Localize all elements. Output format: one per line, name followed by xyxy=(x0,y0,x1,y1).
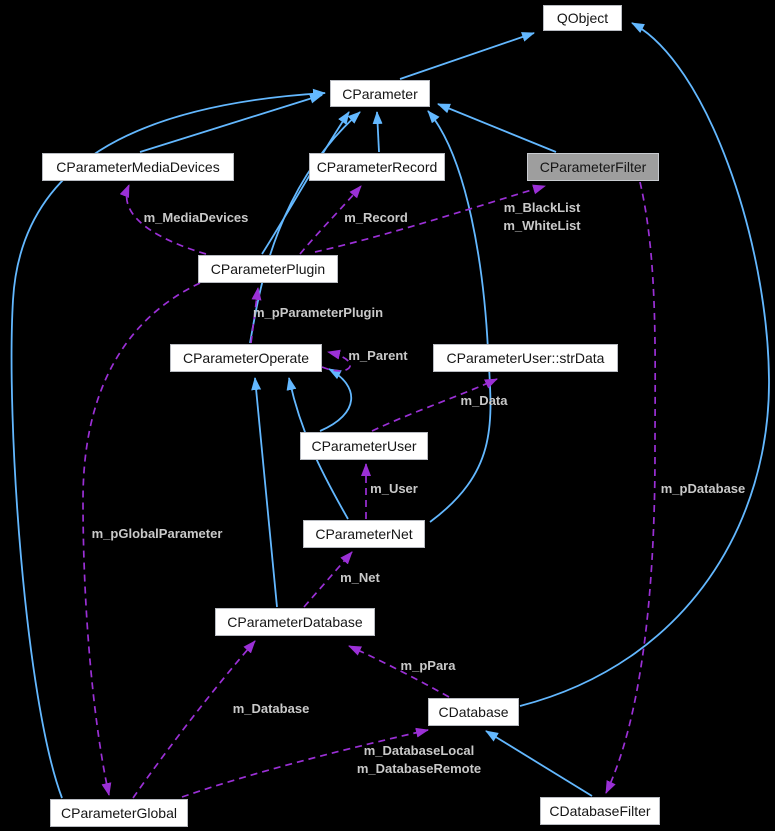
edge-label-m-pdatabase: m_pDatabase xyxy=(660,481,746,496)
edge-label-m-record: m_Record xyxy=(344,210,408,225)
node-cdatabase[interactable]: CDatabase xyxy=(428,698,519,726)
node-cparameter[interactable]: CParameter xyxy=(330,80,430,107)
edge-label-m-user: m_User xyxy=(370,481,418,496)
node-cparameterglobal[interactable]: CParameterGlobal xyxy=(50,799,188,827)
edge-label-m-parent: m_Parent xyxy=(348,348,408,363)
node-cdatabasefilter[interactable]: CDatabaseFilter xyxy=(540,797,660,825)
edge-label-m-pparameterplugin: m_pParameterPlugin xyxy=(252,305,384,320)
edge-inherit-global-cparameter xyxy=(10,88,326,799)
edge-label-m-mediadevices: m_MediaDevices xyxy=(143,210,249,225)
edge-usage-net xyxy=(303,551,353,608)
edge-usage-data xyxy=(371,378,498,432)
edge-inherit-filter-cparameter xyxy=(437,103,557,153)
node-cparameteruser[interactable]: CParameterUser xyxy=(300,432,428,460)
node-cparameterfilter-highlighted[interactable]: CParameterFilter xyxy=(527,153,659,181)
edge-inherit-mediadevices-cparameter xyxy=(139,93,323,153)
edge-usage-ppara xyxy=(348,645,450,698)
node-cparameteruser-strdata[interactable]: CParameterUser::strData xyxy=(433,344,618,372)
edge-usage-pglobalparameter xyxy=(82,282,201,796)
edge-inherit-cparameter-qobject xyxy=(399,32,535,80)
edge-inherit-dbfilter-cdatabase xyxy=(485,730,593,797)
edge-label-m-net: m_Net xyxy=(340,570,380,585)
edge-label-m-databaselocal-remote: m_DatabaseLocal m_DatabaseRemote xyxy=(356,743,482,776)
edge-usage-pparameterplugin xyxy=(250,287,262,344)
edge-label-m-pglobalparameter: m_pGlobalParameter xyxy=(91,526,223,541)
node-cparameterplugin[interactable]: CParameterPlugin xyxy=(198,255,338,283)
node-cparameternet[interactable]: CParameterNet xyxy=(303,520,425,548)
edge-label-m-ppara: m_pPara xyxy=(400,658,456,673)
node-cparameteroperate[interactable]: CParameterOperate xyxy=(170,344,322,372)
edge-usage-pdatabase xyxy=(605,181,657,794)
edge-label-m-database: m_Database xyxy=(232,701,310,716)
edge-inherit-record-cparameter xyxy=(372,111,383,153)
node-cparameterdatabase[interactable]: CParameterDatabase xyxy=(215,608,375,636)
edge-usage-blackwhitelist xyxy=(314,184,546,253)
edge-inherit-user-operate xyxy=(319,368,353,432)
node-cparametermediadevices[interactable]: CParameterMediaDevices xyxy=(42,153,234,181)
edge-inherit-cdatabase-qobject xyxy=(519,22,770,707)
edge-label-m-data: m_Data xyxy=(460,393,508,408)
node-qobject[interactable]: QObject xyxy=(543,5,622,31)
edge-usage-parent-selfloop xyxy=(321,349,351,372)
edge-label-m-blacklist-whitelist: m_BlackList m_WhiteList xyxy=(503,200,581,233)
edge-usage-mediadevices xyxy=(119,184,207,255)
edge-inherit-paramdb-operate xyxy=(251,377,278,608)
edge-inherit-plugin-cparameter xyxy=(261,111,350,255)
edge-inherit-operate-cparameter xyxy=(249,111,361,344)
node-cparameterrecord[interactable]: CParameterRecord xyxy=(309,153,445,181)
edge-usage-database xyxy=(132,640,256,799)
